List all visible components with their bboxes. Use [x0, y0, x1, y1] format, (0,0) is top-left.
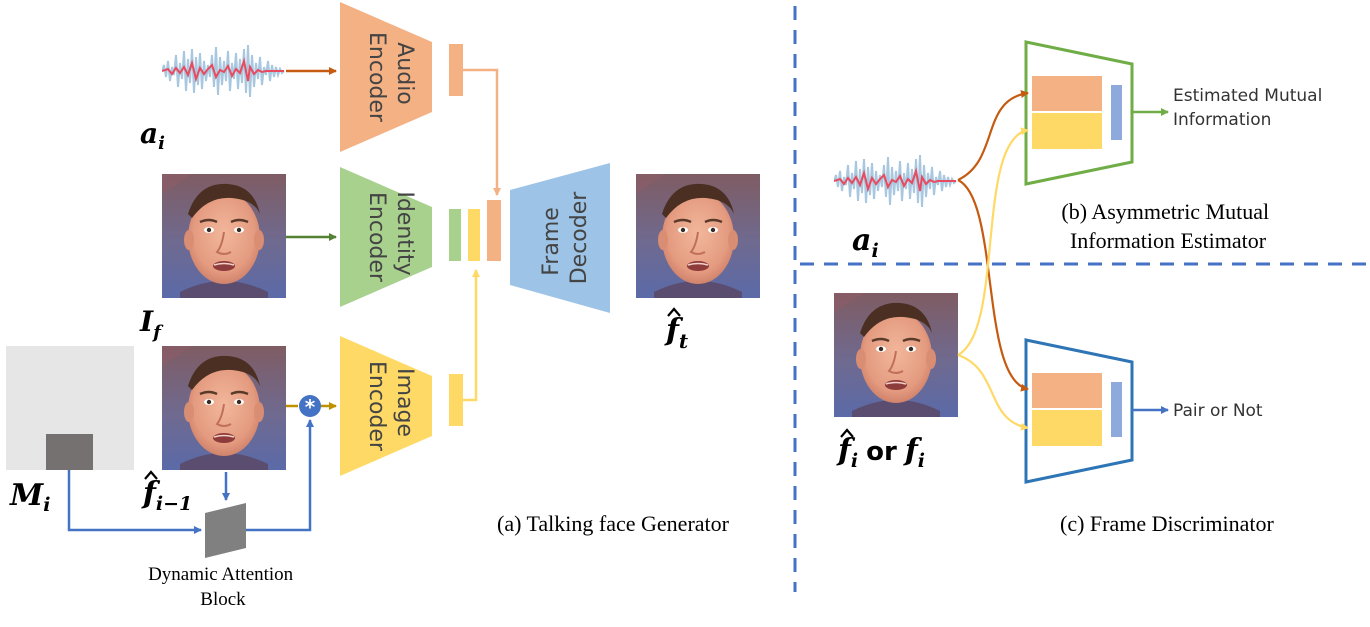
mask-to-attention-arrow	[67, 470, 202, 534]
concat-features	[449, 200, 501, 261]
mutual-information-estimator	[1024, 40, 1134, 186]
audio-feature	[449, 44, 501, 196]
caption-a: (a) Talking face Generator	[497, 511, 730, 536]
convolution-symbol: *	[305, 395, 316, 419]
symbol-M-i: Mi	[9, 478, 50, 516]
symbol-a-i: ai	[140, 117, 165, 154]
frame-to-discriminator-arrow	[957, 353, 1029, 431]
frame-discriminator	[1024, 338, 1134, 484]
identity-face-image	[162, 174, 286, 298]
svg-text:Identity Encoder: Identity Encoder	[364, 191, 417, 283]
attention-to-conv-arrow	[246, 419, 314, 532]
caption-c: (c) Frame Discriminator	[1060, 511, 1274, 536]
mask-image	[6, 346, 134, 470]
dynamic-attention-label-2: Block	[200, 589, 246, 610]
frame-to-estimator-arrow	[957, 127, 1029, 356]
caption-b-1: (b) Asymmetric Mutual	[1061, 199, 1269, 224]
dynamic-attention-block	[205, 503, 246, 558]
image-encoder: Image Encoder	[340, 336, 432, 476]
convolution-operator	[299, 395, 321, 417]
svg-text:Dynamic Attention Block: Dynamic Attention Block	[148, 564, 298, 610]
symbol-f-t: ft	[664, 313, 689, 353]
generated-face-image	[636, 174, 760, 298]
svg-text:Audio Encoder: Audio Encoder	[364, 32, 417, 123]
identity-encoder-label-1: Identity	[392, 191, 417, 275]
symbol-a-i-right: ai	[852, 223, 879, 262]
identity-encoder: Identity Encoder	[340, 167, 432, 307]
audio-encoder-label-1: Audio	[392, 42, 417, 105]
frame-decoder-label-1: Frame	[539, 207, 564, 276]
image-encoder-label-2: Encoder	[364, 361, 389, 452]
f-prev-hat	[144, 470, 158, 480]
image-feature	[449, 269, 480, 426]
identity-encoder-label-2: Encoder	[364, 192, 389, 283]
frame-decoder: Frame Decoder	[510, 163, 610, 313]
symbol-I-f: If	[139, 305, 164, 343]
audio-waveform-right-image	[834, 153, 958, 209]
disc-input-hat	[840, 428, 854, 438]
image-encoder-label-1: Image	[392, 368, 417, 437]
svg-text:(b) Asymmetric Mutual Info: (b) Asymmetric Mutual Information Estima…	[1061, 199, 1274, 253]
symbol-f-prev: fi−1	[141, 476, 192, 515]
discriminator-face-image	[834, 293, 958, 417]
discriminator-output-label: Pair or Not	[1173, 401, 1263, 421]
audio-to-estimator-arrow	[957, 90, 1029, 181]
frame-decoder-label-2: Decoder	[567, 191, 592, 285]
previous-frame-image	[162, 346, 286, 470]
f-t-hat	[667, 307, 681, 317]
caption-b-2: Information Estimator	[1070, 228, 1267, 253]
audio-encoder-label-2: Encoder	[364, 32, 389, 123]
audio-waveform-image	[162, 43, 286, 99]
estimator-output-label-1: Estimated Mutual	[1173, 86, 1322, 106]
audio-encoder: Audio Encoder	[340, 2, 432, 152]
dynamic-attention-label-1: Dynamic Attention	[148, 564, 294, 585]
estimator-output-label-2: Information	[1173, 110, 1271, 130]
audio-to-discriminator-arrow	[957, 179, 1029, 392]
svg-text:Estimated Mutual Informati: Estimated Mutual Information	[1173, 86, 1328, 130]
svg-text:Image Encoder: Image Encoder	[364, 361, 417, 452]
svg-text:Frame Decoder: Frame Decoder	[539, 191, 592, 285]
